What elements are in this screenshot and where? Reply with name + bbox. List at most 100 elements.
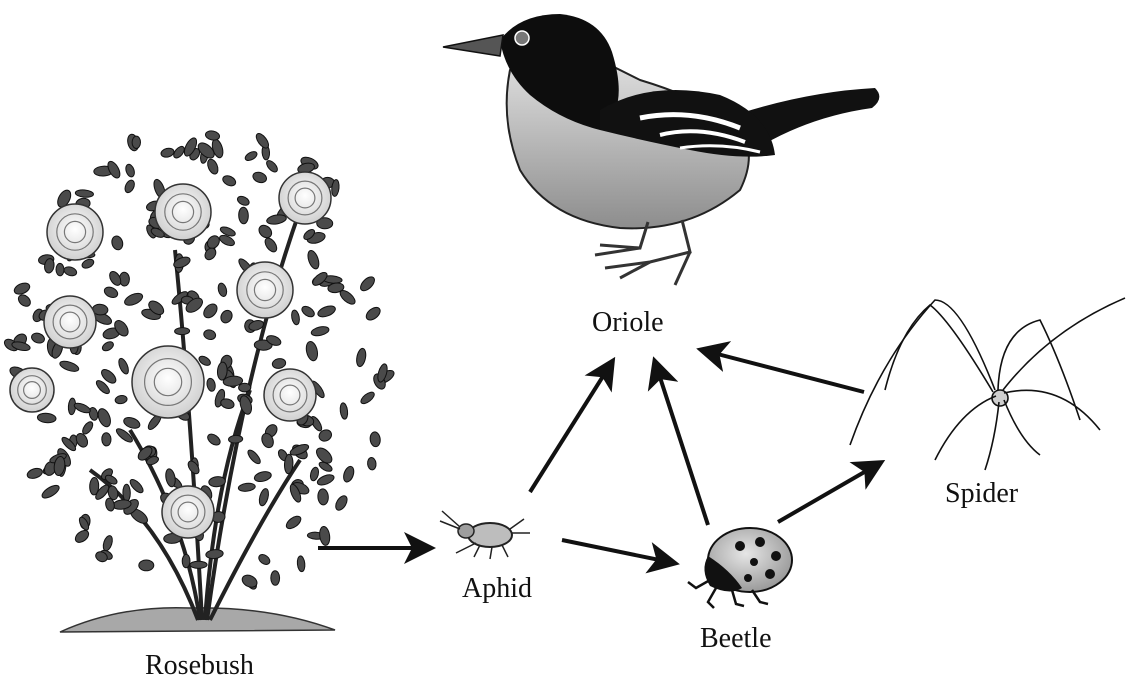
rose-leaf	[238, 207, 248, 224]
rose-leaf	[316, 473, 335, 487]
arrow-aphid-to-oriole	[530, 362, 612, 492]
rose-leaf	[16, 293, 32, 309]
rose-leaf	[355, 348, 367, 368]
rose-leaf	[75, 189, 94, 198]
rose-leaf	[110, 235, 124, 251]
arrow-beetle-to-oriole	[655, 362, 708, 525]
rose-leaf	[101, 432, 111, 446]
spider-illustration	[850, 298, 1125, 470]
rose-leaf	[56, 263, 64, 276]
rose-bloom	[237, 262, 293, 318]
rose-leaf	[174, 327, 189, 335]
rose-leaf	[40, 483, 61, 501]
label-oriole: Oriole	[592, 307, 664, 339]
rose-leaf	[239, 383, 251, 392]
rose-leaf	[182, 554, 190, 568]
rose-bloom	[162, 486, 214, 538]
rose-leaf	[271, 571, 280, 586]
rose-leaf	[290, 309, 300, 325]
rose-leaf	[103, 285, 120, 299]
rose-bloom	[264, 369, 316, 421]
rose-leaf	[73, 528, 91, 545]
beetle-illustration	[688, 528, 792, 608]
rose-leaf	[74, 432, 90, 450]
rose-leaf	[251, 170, 268, 184]
label-rosebush: Rosebush	[145, 650, 254, 682]
rose-leaf	[107, 270, 123, 288]
rose-leaf	[221, 174, 237, 188]
energy-arrows	[318, 350, 880, 563]
rose-leaf	[219, 308, 235, 325]
rose-bloom	[132, 346, 204, 418]
rose-leaf	[206, 432, 222, 447]
rose-bloom	[10, 368, 54, 412]
rose-leaf	[244, 150, 259, 163]
rose-leaf	[117, 357, 130, 375]
rose-leaf	[300, 304, 316, 319]
rose-leaf	[306, 249, 321, 270]
rose-leaf	[297, 556, 306, 572]
rose-bloom	[47, 204, 103, 260]
rose-leaf	[203, 328, 217, 340]
rose-leaf	[186, 459, 201, 476]
rose-leaf	[89, 477, 99, 495]
rose-leaf	[257, 553, 272, 567]
oriole-legs	[595, 220, 690, 285]
oriole-illustration	[443, 14, 879, 285]
rose-leaf	[101, 340, 115, 353]
rose-bloom	[155, 184, 211, 240]
rose-leaf	[272, 358, 287, 370]
rose-leaf	[266, 213, 287, 225]
rose-leaf	[37, 413, 56, 424]
rose-leaf	[236, 195, 251, 207]
rose-leaf	[63, 265, 78, 277]
rose-leaf	[364, 305, 383, 323]
rose-leaf	[205, 549, 223, 560]
label-beetle: Beetle	[700, 623, 772, 655]
rose-leaf	[319, 526, 331, 546]
arrow-spider-to-oriole	[702, 350, 864, 392]
rose-leaf	[160, 147, 175, 159]
rose-leaf	[102, 534, 114, 551]
rose-leaf	[201, 301, 220, 320]
rose-leaf	[217, 282, 228, 297]
rose-leaf	[359, 390, 376, 406]
rose-leaf	[164, 468, 176, 488]
rose-leaf	[339, 402, 348, 419]
rose-leaf	[81, 420, 95, 436]
arrow-aphid-to-beetle	[562, 540, 674, 563]
rose-leaf	[253, 470, 272, 483]
rose-leaf	[96, 407, 113, 429]
rose-leaf	[228, 435, 243, 443]
rose-bloom	[44, 296, 96, 348]
rose-leaf	[333, 494, 349, 512]
rose-leaf	[122, 416, 141, 431]
rose-leaf	[246, 448, 262, 465]
rose-leaf	[139, 560, 154, 571]
rose-leaf	[123, 179, 136, 194]
rose-leaf	[114, 395, 127, 405]
rose-leaf	[124, 163, 136, 178]
rose-leaf	[205, 130, 221, 142]
rose-leaf	[369, 431, 381, 447]
rose-leaf	[317, 489, 328, 506]
rose-leaf	[73, 401, 92, 415]
label-aphid: Aphid	[462, 573, 532, 605]
rose-leaf	[309, 466, 320, 481]
rose-leaf	[256, 223, 274, 240]
label-spider: Spider	[945, 478, 1018, 510]
rose-leaf	[358, 274, 377, 293]
rose-leaf	[123, 484, 131, 501]
rose-leaf	[263, 236, 279, 254]
rose-leaf	[30, 332, 46, 345]
rose-leaf	[190, 561, 207, 568]
rose-leaf	[316, 304, 336, 319]
rose-leaf	[367, 457, 377, 470]
rose-leaf	[132, 136, 141, 149]
rose-leaf	[206, 158, 220, 176]
rose-bloom	[279, 172, 331, 224]
rosebush-illustration	[2, 130, 396, 632]
arrow-beetle-to-spider	[778, 463, 880, 522]
